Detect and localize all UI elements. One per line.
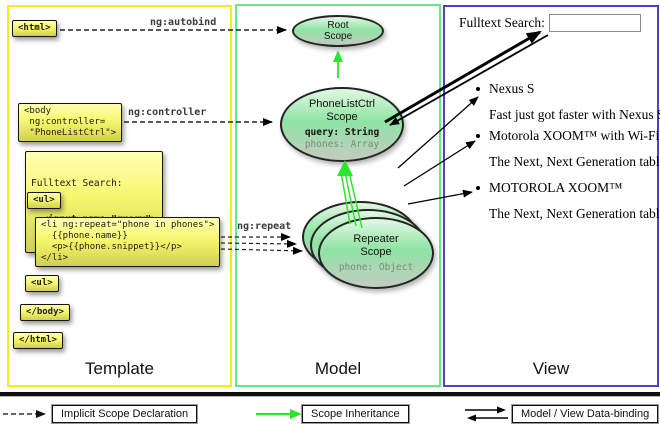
dashed-arrow-icon [3,410,46,418]
legend-scope-inheritance: Scope Inheritance [302,405,409,423]
code-html-open: <html> [12,20,57,37]
view-search-label: Fulltext Search: [459,15,545,30]
bullet-icon [476,134,480,138]
label-ng-autobind: ng:autobind [150,17,217,28]
phonelistctrl-prop-phones: phones: Array [304,139,380,150]
column-title-template: Template [85,359,154,378]
legend-model-view-data-binding: Model / View Data-binding [512,405,659,423]
code-html-close: </html> [13,332,63,349]
view-search-input[interactable] [549,14,641,32]
repeater-scope-title: Repeater Scope [353,232,399,258]
root-scope-ellipse: Root Scope [292,15,384,47]
repeater-scope-ellipse: Repeater Scope phone: Object [318,217,434,289]
code-body-close: </body> [20,304,70,321]
root-scope-title: Root Scope [323,20,353,42]
column-view: View [443,5,659,387]
view-item-title: Nexus S [489,81,535,96]
view-item-title: MOTOROLA XOOM™ [489,180,623,195]
code-body-open: <body ng:controller= "PhoneListCtrl"> [18,103,123,142]
phonelistctrl-prop-query: query: String [304,127,380,138]
view-item-desc: The Next, Next Generation tablet. [489,154,660,169]
bidirectional-arrow-icon [465,406,508,422]
column-title-view: View [532,359,570,378]
label-ng-controller: ng:controller [128,107,207,118]
label-ng-repeat: ng:repeat [237,221,292,232]
code-ul-open: <ul> [27,192,61,209]
view-item-desc: The Next, Next Generation tablet. [489,206,660,221]
bullet-icon [476,186,480,190]
legend-implicit-scope-declaration: Implicit Scope Declaration [52,405,198,423]
phonelistctrl-scope-title: PhoneListCtrl Scope [308,98,376,123]
code-ul-close: <ul> [25,275,59,292]
column-title-model: Model [314,359,362,378]
repeater-prop-phone: phone: Object [338,261,414,273]
green-arrow-icon [256,409,302,419]
column-model: Model [235,4,441,387]
code-fulltext-label: Fulltext Search: [31,178,123,189]
view-item-desc: Fast just got faster with Nexus S. [489,107,660,122]
phonelistctrl-scope-ellipse: PhoneListCtrl Scope query: String phones… [280,87,404,162]
legend-separator [0,392,660,397]
code-li-repeat: <li ng:repeat="phone in phones"> {{phone… [35,217,221,267]
bullet-icon [476,87,480,91]
view-item-title: Motorola XOOM™ with Wi-Fi [489,128,660,143]
